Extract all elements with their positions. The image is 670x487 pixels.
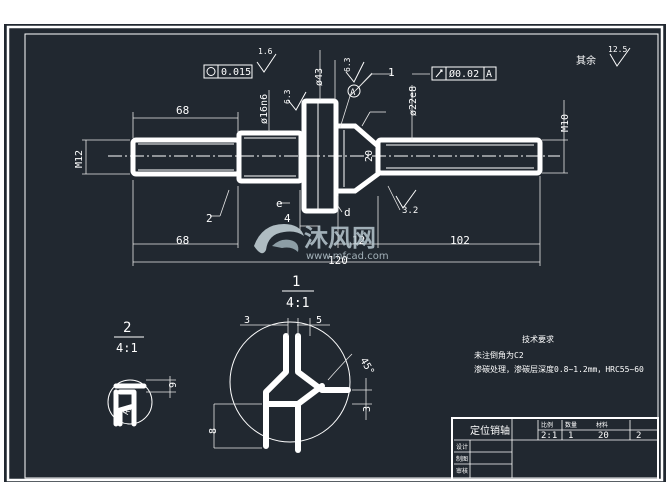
roughness-top: 1.6 (258, 47, 273, 56)
roundness-frame (203, 64, 253, 79)
part-label-d: d (344, 206, 351, 219)
datum-circle (347, 84, 361, 98)
detail-1: 1 4:1 3 5 45° 8 3 (208, 274, 376, 453)
dim-len120: 120 (328, 254, 348, 267)
dim-len12: 12 (352, 234, 365, 247)
runout-icon (435, 69, 443, 78)
right-thread-section (375, 137, 543, 176)
technical-requirements: 技术要求 未注倒角为C2 渗碳处理，渗碳层深度0.8~1.2mm，HRC55~6… (474, 334, 644, 374)
dim-m10: M10 (560, 114, 571, 132)
detail1-dim-5: 5 (316, 315, 322, 326)
main-texts: 0.015 Ø0.02 A 1.6 6.3 6.3 3.2 A 12.5 其余 … (74, 45, 627, 267)
dim-d16: ø16n6 (259, 94, 270, 124)
outer-frame (6, 25, 664, 482)
title-row-check: 审核 (456, 467, 468, 475)
dim-len68-bottom: 68 (176, 234, 189, 247)
requirements-heading: 技术要求 (522, 334, 554, 344)
title-val-material: 20 (598, 431, 609, 441)
title-block-frame (451, 417, 659, 481)
dim-len102: 102 (450, 234, 470, 247)
detail2-dim-9: 9 (168, 382, 179, 388)
title-val-extra: 2 (636, 431, 641, 441)
watermark-logo-icon (254, 224, 304, 254)
watermark-brand: 沐风网 (304, 224, 376, 252)
datum-letter: A (350, 88, 356, 98)
watermark: 沐风网 www.mfcad.com (254, 224, 389, 262)
title-col-material: 材料 (596, 421, 608, 429)
title-val-scale: 2:1 (541, 431, 557, 441)
dim-d22: ø22e8 (408, 86, 419, 116)
dim-m12: M12 (74, 150, 85, 168)
tolerance-round-value: 0.015 (221, 67, 251, 78)
roughness-bottom: 3.2 (402, 206, 418, 216)
title-col-scale: 比例 (541, 421, 553, 429)
left-shoulder (236, 130, 304, 184)
roughness-left-shoulder: 6.3 (283, 89, 292, 104)
detail2-profile (113, 383, 147, 427)
detail1-dim-8: 8 (208, 428, 219, 434)
dim-len4: 4 (284, 212, 291, 225)
tolerance-runout-value: Ø0.02 (449, 68, 479, 80)
detail2-scale: 4:1 (116, 341, 138, 355)
roughness-symbols (256, 47, 631, 209)
title-col-qty: 数量 (565, 421, 577, 429)
title-row-draw: 制图 (456, 455, 468, 463)
title-row-design: 设计 (456, 443, 468, 451)
part-label-2-left: 2 (206, 212, 213, 225)
detail1-dim-3a: 3 (244, 315, 250, 326)
detail2-circle (107, 379, 153, 425)
title-block: 定位销轴 比例 数量 材料 2:1 1 20 2 设计 制图 审核 (451, 417, 659, 481)
top-right-roughness: 12.5 (608, 45, 627, 54)
detail1-dim-3b: 3 (362, 406, 373, 412)
title-part-name: 定位销轴 (470, 424, 510, 437)
detail1-number: 1 (292, 274, 300, 290)
main-dimensions (82, 50, 568, 266)
part-label-e: e (276, 197, 283, 210)
shaft-main-view (108, 98, 560, 214)
dim-d43: ø43 (314, 68, 325, 86)
roughness-right-shoulder: 6.3 (343, 57, 352, 72)
runout-frame (431, 66, 497, 81)
requirements-line-1: 未注倒角为C2 (474, 350, 524, 360)
inner-frame (24, 33, 659, 479)
detail1-circle (229, 321, 351, 443)
dim-len68-top: 68 (176, 104, 189, 117)
dim-r20: 20 (364, 150, 375, 162)
roundness-icon (206, 67, 216, 76)
requirements-line-2: 渗碳处理，渗碳层深度0.8~1.2mm，HRC55~60 (474, 364, 644, 374)
detail2-number: 2 (123, 320, 131, 336)
part-label-1: 1 (388, 66, 395, 79)
tolerance-runout-ref: A (486, 69, 492, 80)
detail1-scale: 4:1 (286, 296, 309, 311)
watermark-url: www.mfcad.com (306, 251, 389, 262)
tolerance-frames (203, 64, 497, 98)
detail-2: 2 4:1 9 R1 (107, 320, 179, 427)
detail2-dim-r: R1 (121, 403, 134, 416)
top-right-note: 其余 (576, 54, 596, 67)
title-val-qty: 1 (568, 431, 573, 441)
